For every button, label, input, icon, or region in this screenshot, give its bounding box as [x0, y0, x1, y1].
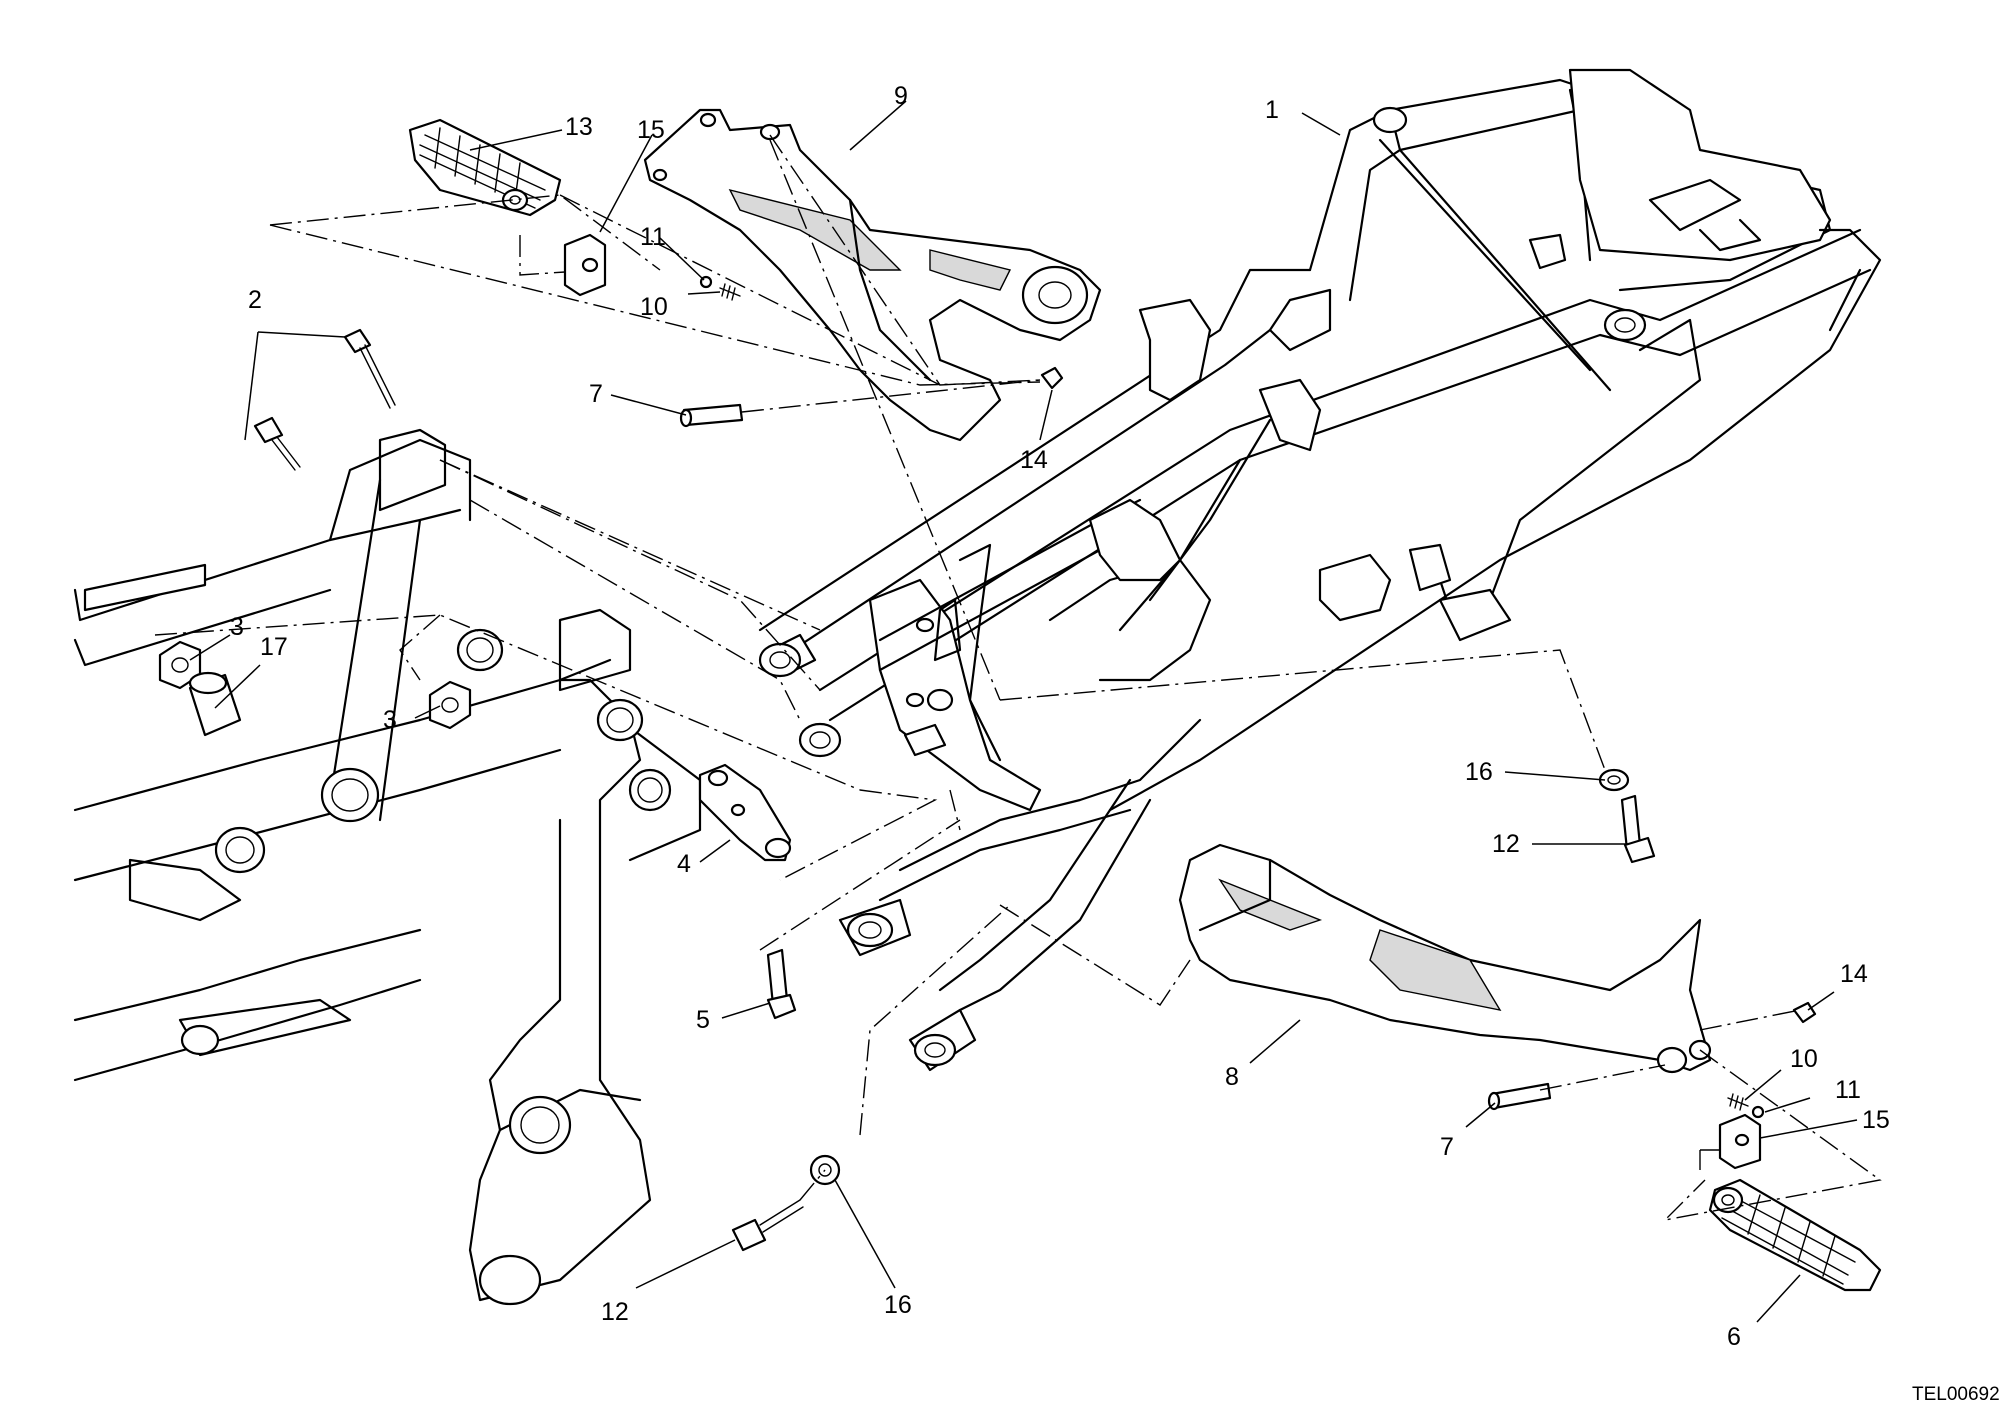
callout-2: 2: [248, 286, 262, 314]
lh-pin: [682, 403, 744, 427]
callout-9: 9: [894, 82, 908, 110]
lh-footpeg: [408, 118, 562, 217]
callout-5: 5: [696, 1006, 710, 1034]
rh-spring: [1727, 1093, 1749, 1111]
assembly-lines: [154, 134, 1882, 1222]
drawing-code: TEL00692: [1912, 1384, 2000, 1405]
callout-labels: 1 2 3 3 4 5 6 7 7 8 9 10 10 11 11 12 12 …: [230, 82, 1890, 1351]
screw-lower: [253, 416, 284, 444]
rh-footrest-bracket: [1178, 843, 1712, 1074]
screw-upper: [343, 328, 372, 354]
callout-10-lh: 10: [640, 293, 668, 321]
center-hanger: [878, 498, 1182, 672]
lh-footrest-bracket: [643, 108, 1102, 442]
callout-16-rh: 16: [1465, 758, 1493, 786]
bolt-lower: [731, 1218, 767, 1252]
callout-11-rh: 11: [1835, 1076, 1861, 1104]
callout-16-lower: 16: [884, 1291, 912, 1319]
callout-4: 4: [677, 850, 691, 878]
callout-10-rh: 10: [1790, 1045, 1818, 1073]
callout-6: 6: [1727, 1323, 1741, 1351]
callout-14-rh: 14: [1840, 960, 1868, 988]
leader-lines: [189, 100, 1858, 1323]
callout-11-lh: 11: [640, 223, 666, 251]
rh-circlip: [1792, 1001, 1817, 1024]
callout-3-lower: 3: [383, 706, 397, 734]
callout-13: 13: [565, 113, 593, 141]
lh-spring: [719, 283, 741, 301]
callout-8: 8: [1225, 1063, 1239, 1091]
rh-footpeg: [1708, 1178, 1882, 1292]
callout-1: 1: [1265, 96, 1279, 124]
small-bracket: [698, 763, 792, 862]
callout-3-upper: 3: [230, 613, 244, 641]
callout-15-lh: 15: [637, 116, 665, 144]
callout-17: 17: [260, 633, 288, 661]
rh-detent-ball: [1751, 1105, 1765, 1119]
small-parts: [158, 233, 1817, 1252]
rh-pin: [1490, 1082, 1552, 1110]
callout-15-rh: 15: [1862, 1106, 1890, 1134]
callout-12-lower: 12: [601, 1298, 629, 1326]
callout-7-lh: 7: [589, 380, 603, 408]
callout-12-rh: 12: [1492, 830, 1520, 858]
callout-14-lh: 14: [1020, 446, 1048, 474]
lh-circlip: [1040, 366, 1064, 390]
callout-7-rh: 7: [1440, 1133, 1454, 1161]
nut-lower: [428, 680, 472, 730]
main-frame: [73, 428, 702, 1306]
